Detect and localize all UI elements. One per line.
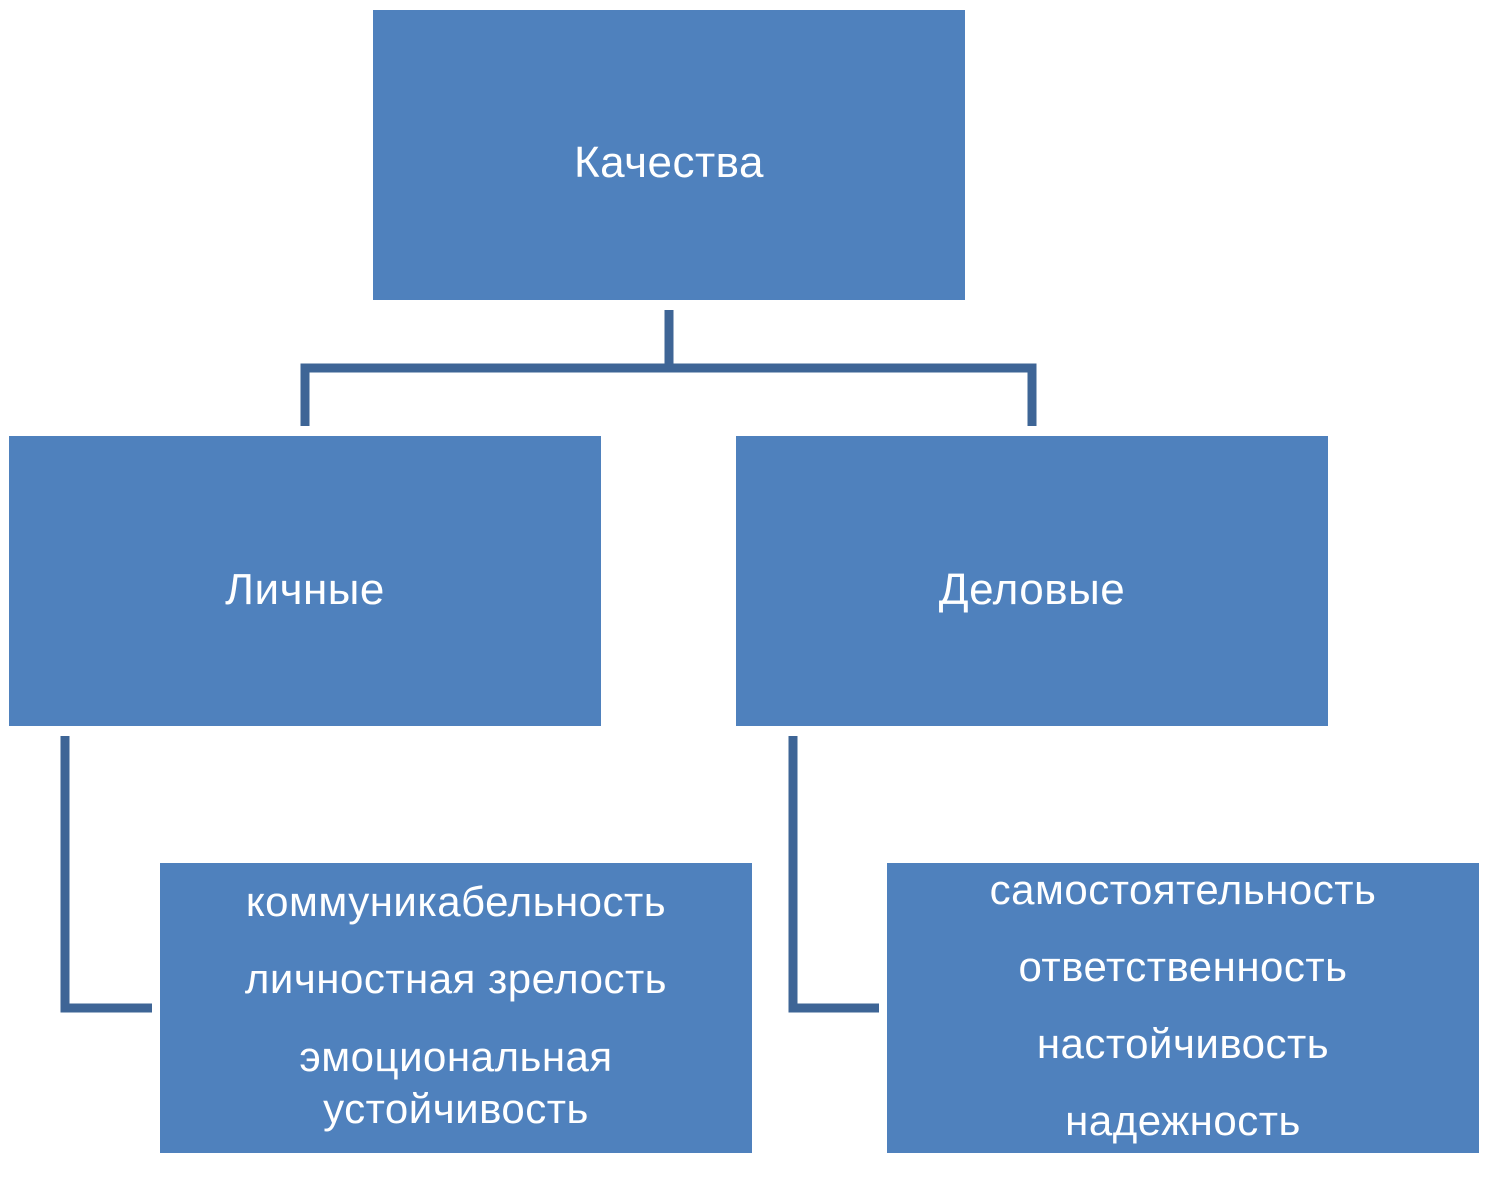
business-qualities-list: самостоятельность ответственность настой… (887, 863, 1479, 1153)
list-item: ответственность (1018, 943, 1348, 990)
branch-node-business: Деловые (736, 436, 1328, 726)
personal-to-list-connector (60, 736, 152, 1013)
list-item: личностная зрелость (244, 955, 668, 1002)
list-item: эмоциональная устойчивость (299, 1033, 613, 1132)
personal-qualities-list: коммуникабельность личностная зрелость э… (160, 863, 752, 1153)
list-item: настойчивость (1036, 1020, 1330, 1067)
business-to-list-connector (788, 736, 879, 1013)
list-item: коммуникабельность (245, 878, 667, 925)
list-item: надежность (1065, 1097, 1301, 1144)
root-node-label: Качества (573, 138, 765, 187)
list-item: самостоятельность (989, 866, 1377, 913)
branch-node-personal-label: Личные (225, 565, 385, 614)
branch-node-business-label: Деловые (938, 565, 1126, 614)
branch-node-personal: Личные (9, 436, 601, 726)
root-to-branches-connector (300, 310, 1037, 426)
root-node: Качества (373, 10, 965, 300)
